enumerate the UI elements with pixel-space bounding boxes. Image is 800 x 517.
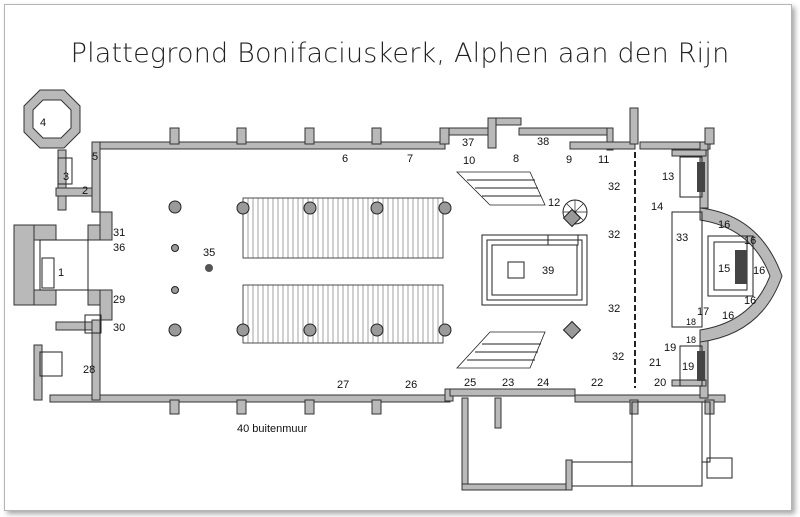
label-38: 38 [537, 136, 549, 148]
column [370, 323, 384, 337]
label-16c: 16 [753, 265, 765, 277]
label-26: 26 [405, 379, 417, 391]
label-5: 5 [92, 151, 98, 163]
label-10: 10 [463, 155, 475, 167]
label-15: 15 [718, 263, 730, 275]
label-40-outer-wall: 40 buitenmuur [237, 423, 308, 435]
label-16a: 16 [718, 219, 730, 231]
pillar-diamond [562, 320, 582, 340]
label-32a: 32 [608, 181, 620, 193]
label-9: 9 [566, 154, 572, 166]
columns [168, 200, 582, 340]
label-7: 7 [407, 153, 413, 165]
column [168, 323, 182, 337]
west-rooms [39, 157, 102, 377]
column [236, 323, 250, 337]
column [303, 201, 317, 215]
label-24: 24 [537, 377, 549, 389]
label-18a: 18 [686, 317, 696, 327]
pillar-diamond [562, 208, 582, 228]
label-16d: 16 [744, 295, 756, 307]
label-32c: 32 [608, 303, 620, 315]
column [303, 323, 317, 337]
column [171, 286, 179, 294]
label-16b: 16 [744, 235, 756, 247]
outer-walls [13, 89, 783, 491]
column [236, 201, 250, 215]
side-chapels [671, 156, 754, 387]
label-35: 35 [203, 247, 215, 259]
choir-benches [456, 171, 546, 369]
column [438, 323, 452, 337]
label-19b: 19 [682, 361, 694, 373]
label-21: 21 [649, 357, 661, 369]
label-19a: 19 [664, 342, 676, 354]
label-30: 30 [113, 322, 125, 334]
label-22: 22 [591, 377, 603, 389]
label-27: 27 [337, 379, 349, 391]
altar-platform [481, 234, 588, 306]
plan-title: Plattegrond Bonifaciuskerk, Alphen aan d… [70, 38, 730, 69]
column [438, 201, 452, 215]
label-39: 39 [542, 265, 554, 277]
label-13: 13 [662, 171, 674, 183]
column [171, 244, 179, 252]
label-32d: 32 [612, 351, 624, 363]
label-23: 23 [502, 377, 514, 389]
label-12: 12 [548, 197, 560, 209]
label-1: 1 [58, 267, 64, 279]
baptismal-font [205, 264, 213, 272]
label-36: 36 [113, 242, 125, 254]
label-20: 20 [654, 377, 666, 389]
label-6: 6 [342, 153, 348, 165]
label-2: 2 [82, 185, 88, 197]
column [370, 201, 384, 215]
label-8: 8 [513, 153, 519, 165]
label-17: 17 [697, 306, 709, 318]
label-11: 11 [598, 154, 609, 166]
label-14: 14 [651, 201, 663, 213]
label-29: 29 [113, 294, 125, 306]
label-31: 31 [113, 227, 125, 239]
label-3: 3 [63, 171, 69, 183]
column [168, 200, 182, 214]
label-32b: 32 [608, 229, 620, 241]
label-25: 25 [464, 377, 476, 389]
label-16e: 16 [722, 310, 734, 322]
label-18b: 18 [686, 335, 696, 345]
room-labels: 1 2 3 4 5 6 7 8 9 10 11 12 13 14 15 16 1… [40, 117, 765, 435]
label-28: 28 [83, 364, 95, 376]
label-37: 37 [462, 137, 474, 149]
label-33: 33 [676, 232, 688, 244]
label-4: 4 [40, 117, 46, 129]
